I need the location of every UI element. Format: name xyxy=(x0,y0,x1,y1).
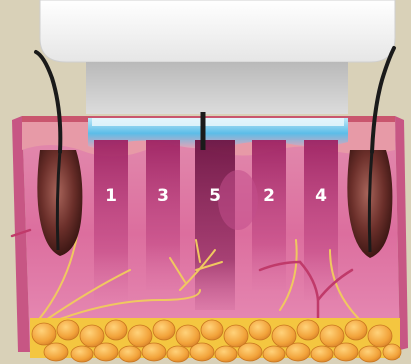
device-body xyxy=(40,0,395,62)
treatment-device xyxy=(40,0,395,114)
sebaceous-gland xyxy=(218,170,258,230)
treatment-zone-beam xyxy=(94,140,128,300)
subcutaneous-fat xyxy=(30,318,401,362)
zone-label-4: 4 xyxy=(315,186,327,206)
zone-label-5: 5 xyxy=(209,186,221,206)
zone-label-3: 3 xyxy=(157,186,169,206)
device-tip xyxy=(86,62,348,114)
cooling-frost xyxy=(92,118,344,126)
zone-label-2: 2 xyxy=(263,186,275,206)
zone-label-1: 1 xyxy=(105,186,117,206)
